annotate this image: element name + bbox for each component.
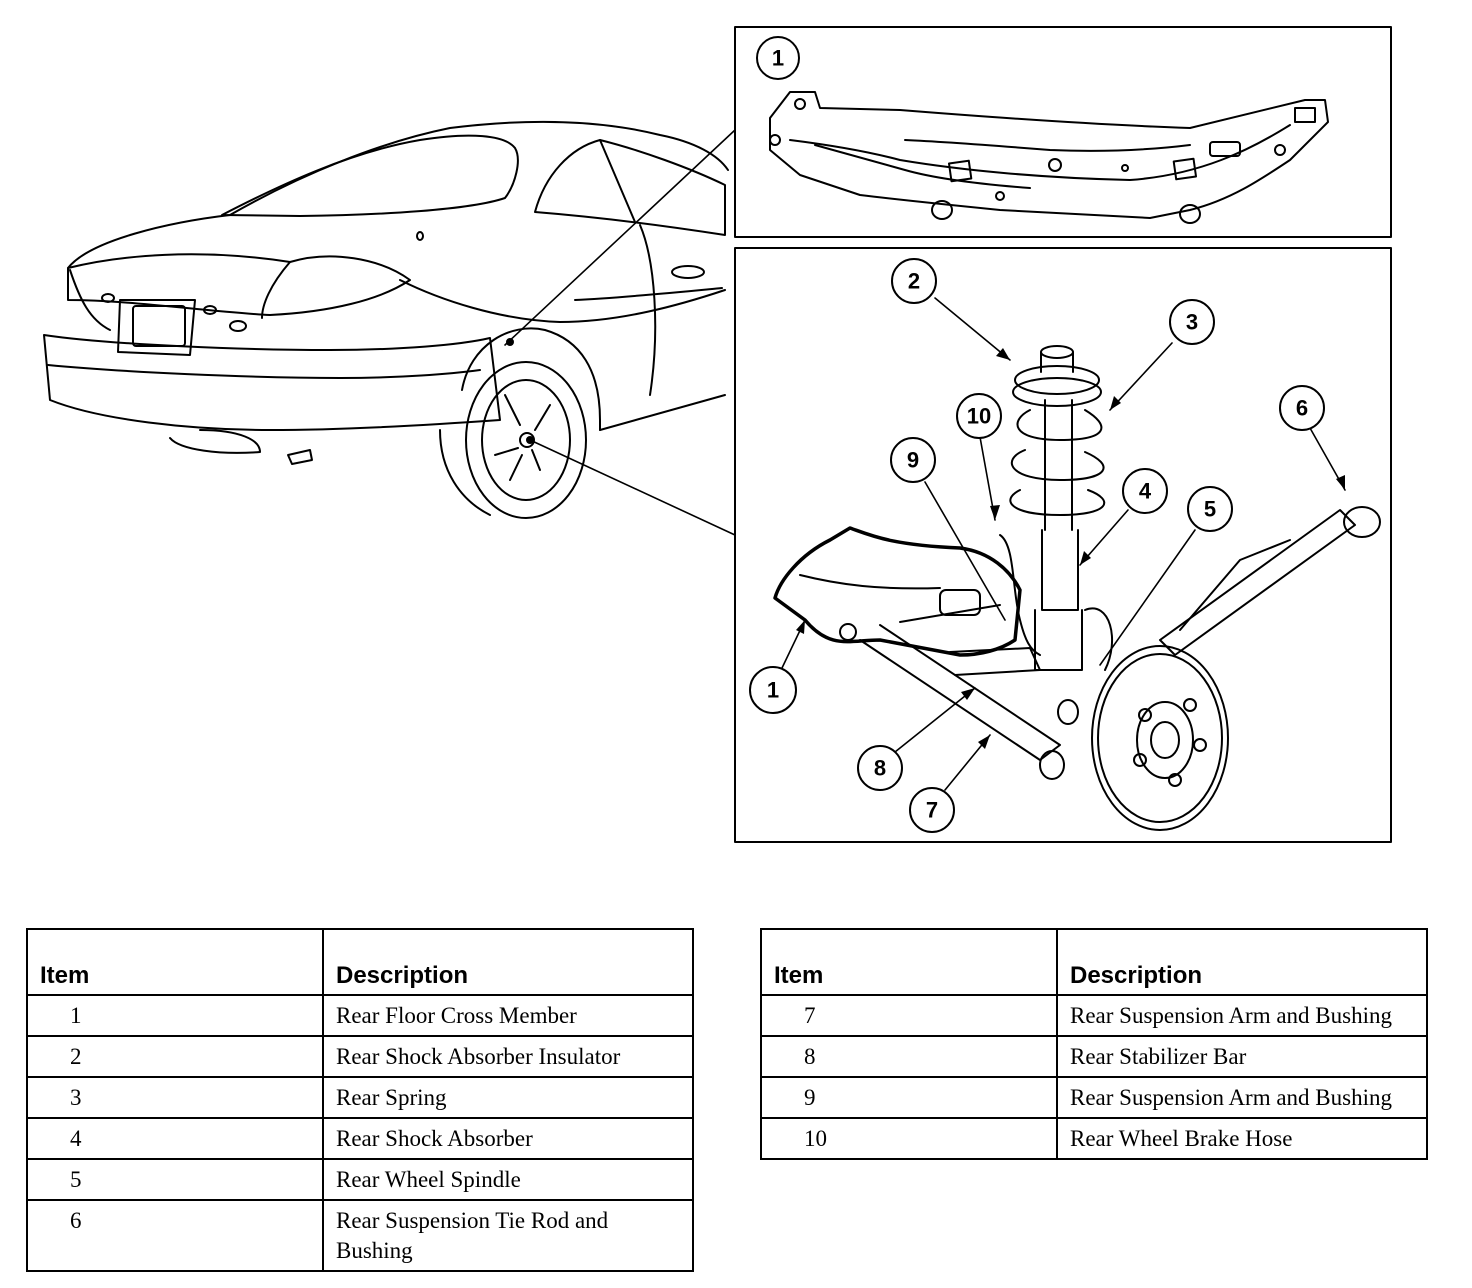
table-row: 3 Rear Spring [26,1076,694,1119]
item-description: Rear Stabilizer Bar [1056,1035,1428,1078]
item-description: Rear Floor Cross Member [322,994,694,1037]
item-number: 8 [760,1035,1058,1078]
suspension-drawing [773,345,1381,831]
item-column-header: Item [760,928,1058,996]
table-row: 4 Rear Shock Absorber [26,1117,694,1160]
item-number: 6 [26,1199,324,1272]
callout-5 [1187,486,1233,532]
item-column-header: Item [26,928,324,996]
suspension-illustration: 1 2 3 10 9 4 5 6 1 8 7 [43,26,1392,843]
callout-8 [857,745,903,791]
item-number: 7 [760,994,1058,1037]
car-drawing [43,120,729,519]
table-row: 1 Rear Floor Cross Member [26,994,694,1037]
table-row: 8 Rear Stabilizer Bar [760,1035,1428,1078]
legend-table-right: Item Description 7 Rear Suspension Arm a… [760,928,1428,1160]
callout-label: 3 [1186,310,1198,335]
callout-label: 1 [772,46,784,71]
inset-suspension [734,247,1392,843]
table-row: 5 Rear Wheel Spindle [26,1158,694,1201]
description-column-header: Description [322,928,694,996]
table-row: 9 Rear Suspension Arm and Bushing [760,1076,1428,1119]
description-column-header: Description [1056,928,1428,996]
item-description: Rear Wheel Brake Hose [1056,1117,1428,1160]
table-row: 10 Rear Wheel Brake Hose [760,1117,1428,1160]
item-number: 3 [26,1076,324,1119]
callout-10 [956,393,1002,439]
legend-table-left: Item Description 1 Rear Floor Cross Memb… [26,928,694,1272]
callout-7 [909,787,955,833]
callout-2 [891,258,937,304]
item-description: Rear Suspension Arm and Bushing [1056,994,1428,1037]
callout-label: 10 [967,404,991,429]
item-description: Rear Wheel Spindle [322,1158,694,1201]
table-header-row: Item Description [760,928,1428,996]
item-description: Rear Shock Absorber Insulator [322,1035,694,1078]
table-row: 6 Rear Suspension Tie Rod and Bushing [26,1199,694,1272]
table-row: 7 Rear Suspension Arm and Bushing [760,994,1428,1037]
item-number: 4 [26,1117,324,1160]
callout-label: 5 [1204,497,1216,522]
callout-6 [1279,385,1325,431]
callout-3 [1169,299,1215,345]
callout-label: 4 [1139,479,1152,504]
table-row: 2 Rear Shock Absorber Insulator [26,1035,694,1078]
item-number: 2 [26,1035,324,1078]
callout-label: 2 [908,269,920,294]
item-number: 5 [26,1158,324,1201]
cross-member-drawing [769,91,1329,224]
item-number: 1 [26,994,324,1037]
callout-1-bottom [749,666,797,714]
callout-label: 6 [1296,396,1308,421]
inset-cross-member [734,26,1392,238]
item-number: 10 [760,1117,1058,1160]
callout-1-top [756,36,800,80]
item-description: Rear Spring [322,1076,694,1119]
callout-label: 8 [874,756,886,781]
callout-label: 1 [767,678,779,703]
item-number: 9 [760,1076,1058,1119]
callout-4 [1122,468,1168,514]
item-description: Rear Suspension Tie Rod and Bushing [322,1199,694,1272]
callout-9 [890,437,936,483]
table-header-row: Item Description [26,928,694,996]
item-description: Rear Suspension Arm and Bushing [1056,1076,1428,1119]
callout-label: 9 [907,448,919,473]
item-description: Rear Shock Absorber [322,1117,694,1160]
callout-label: 7 [926,798,938,823]
